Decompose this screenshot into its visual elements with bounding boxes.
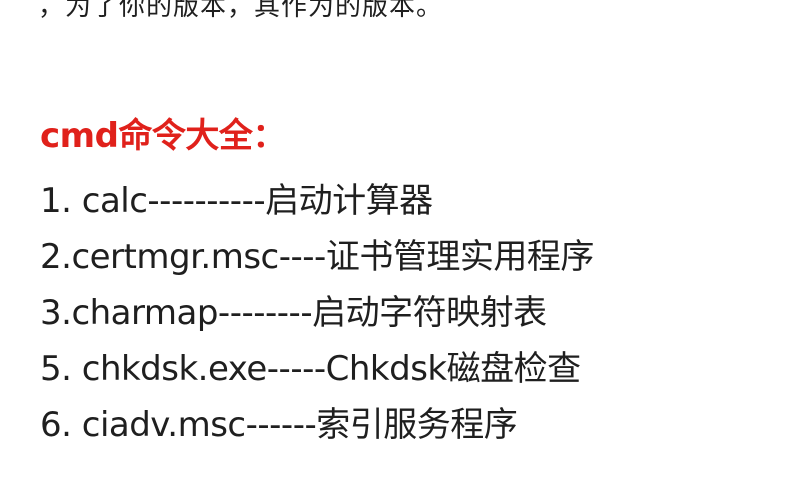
command-item-ciadv: 6. ciadv.msc------索引服务程序 <box>40 405 518 445</box>
command-item-calc: 1. calc----------启动计算器 <box>40 181 433 221</box>
cut-off-text-line: ，为了你的版本，其作为的版本。 <box>38 0 444 22</box>
section-heading: cmd命令大全： <box>40 116 286 156</box>
command-item-charmap: 3.charmap--------启动字符映射表 <box>40 293 547 333</box>
command-item-certmgr: 2.certmgr.msc----证书管理实用程序 <box>40 237 594 277</box>
command-item-chkdsk: 5. chkdsk.exe-----Chkdsk磁盘检查 <box>40 349 581 389</box>
command-list: 1. calc----------启动计算器 2.certmgr.msc----… <box>40 173 594 453</box>
